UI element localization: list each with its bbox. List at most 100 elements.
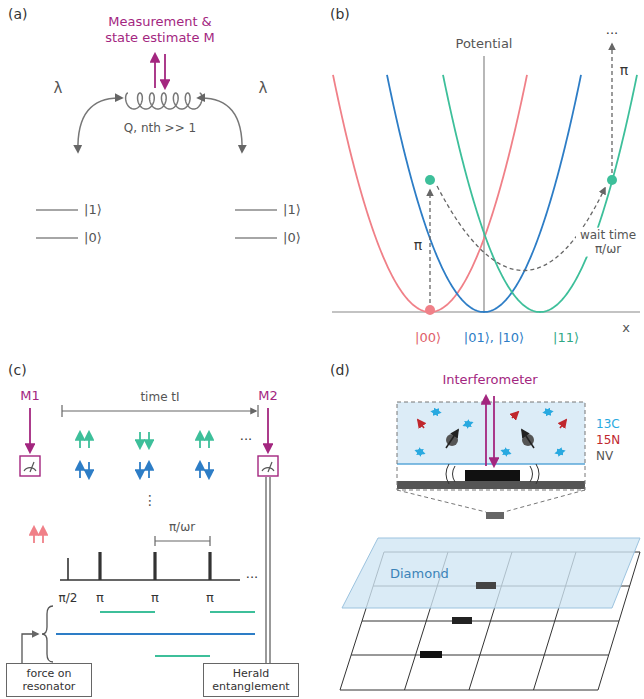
label: Interferometer: [442, 372, 537, 388]
drawn-line: [556, 451, 564, 453]
drawn-line: [268, 462, 272, 472]
label-slot: λ: [54, 79, 63, 97]
drawn-line: [88, 432, 90, 448]
drawn-line: [432, 412, 440, 413]
label-slot: M2: [258, 388, 278, 404]
drawn-line: [209, 536, 210, 546]
label: λ: [54, 79, 63, 97]
label: (a): [8, 6, 28, 23]
drawn-line: [62, 410, 256, 411]
label-slot: Potential: [456, 36, 513, 52]
label: 13C: [596, 417, 620, 431]
drawn-line: [269, 477, 270, 665]
label: π/ωr: [169, 520, 195, 534]
label: |0⟩: [283, 230, 301, 246]
label: π: [206, 590, 214, 606]
drawn-line: [235, 237, 277, 239]
drawn-line: [155, 540, 210, 541]
label: π: [96, 590, 104, 606]
label-slot: ...: [240, 428, 252, 444]
label-slot: π: [96, 590, 104, 606]
drawn-line: [446, 430, 458, 448]
drawn-line: [61, 405, 62, 417]
drawn-line: [36, 209, 78, 211]
label-slot: π: [414, 237, 422, 254]
drawn-line: [154, 536, 155, 546]
drawn-rect: [486, 512, 504, 519]
label: |0⟩: [84, 230, 102, 246]
label-slot: Interferometer: [442, 372, 537, 388]
label-slot: π: [206, 590, 214, 606]
label-slot: π/2: [59, 591, 78, 605]
drawn-line: [199, 432, 201, 448]
drawn-line: [56, 633, 255, 635]
drawn-rect: [476, 582, 496, 589]
drawn-rect: [258, 456, 278, 476]
drawn-line: [30, 462, 34, 472]
label-slot: ...: [246, 566, 258, 582]
label-slot: ...: [606, 22, 618, 38]
drawn-line: [267, 408, 269, 452]
label-slot: π/ωr: [169, 520, 195, 534]
drawn-line: [42, 527, 44, 543]
label: π/2: [59, 591, 78, 605]
drawn-line: [33, 527, 35, 543]
drawn-rect: [465, 470, 520, 481]
label: π: [620, 62, 628, 79]
label: (b): [330, 6, 350, 23]
panel-d-art: [340, 396, 640, 690]
label-slot: 13C: [596, 417, 620, 431]
drawn-line: [512, 412, 518, 418]
label-slot: Q, nth >> 1: [124, 121, 196, 135]
text-box: Herald entanglement: [203, 663, 299, 697]
label-slot: wait time π/ωr: [576, 228, 640, 257]
drawn-line: [100, 611, 155, 613]
panel-a-art: [36, 54, 277, 238]
label: wait time π/ωr: [576, 228, 640, 257]
drawn-line: [29, 408, 31, 452]
label: ...: [246, 566, 258, 582]
drawn-circle: [607, 175, 617, 185]
label-slot: |00⟩: [415, 330, 441, 346]
meter-symbol: [258, 456, 278, 476]
label-slot: Measurement & state estimate M: [95, 14, 225, 45]
label-slot: π: [151, 590, 159, 606]
drawn-circle: [425, 175, 435, 185]
drawn-line: [208, 462, 210, 478]
drawn-line: [544, 412, 552, 413]
label: Potential: [456, 36, 513, 52]
label: M2: [258, 388, 278, 404]
drawn-line: [79, 462, 81, 478]
drawn-path: [22, 634, 38, 665]
label-slot: |1⟩: [84, 202, 102, 218]
drawn-rect: [397, 402, 585, 490]
drawn-rect: [397, 402, 585, 464]
drawn-line: [98, 552, 101, 580]
drawn-line: [464, 423, 472, 426]
label: NV: [596, 449, 613, 463]
label: |01⟩, |10⟩: [464, 330, 524, 346]
label: 15N: [596, 433, 620, 447]
label: Q, nth >> 1: [124, 121, 196, 135]
drawn-line: [560, 420, 566, 428]
drawn-line: [79, 432, 81, 448]
label-slot: π: [620, 62, 628, 79]
label-slot: (c): [8, 362, 27, 379]
drawn-line: [397, 490, 486, 512]
drawn-line: [265, 477, 266, 665]
label-slot: |01⟩, |10⟩: [464, 330, 524, 346]
label: x: [622, 320, 630, 336]
drawn-line: [485, 396, 487, 466]
label-slot: |1⟩: [283, 202, 301, 218]
drawn-rect: [397, 481, 585, 489]
drawn-path: [78, 98, 122, 152]
drawn-g: [416, 412, 566, 454]
drawn-line: [67, 558, 69, 580]
drawn-line: [199, 462, 201, 478]
drawn-line: [416, 451, 424, 454]
label: |1⟩: [283, 202, 301, 218]
drawn-line: [153, 552, 156, 580]
drawn-line: [164, 54, 166, 88]
drawn-g: [333, 75, 637, 312]
label: (c): [8, 362, 27, 379]
